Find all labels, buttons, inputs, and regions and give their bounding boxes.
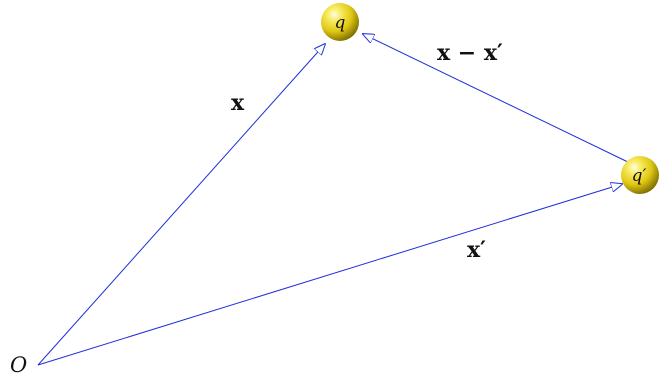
charge-q-label: q: [335, 13, 346, 33]
charge-q: q: [321, 3, 359, 41]
vector-x-prime-label: x′: [467, 237, 486, 263]
vector-x-line: [37, 44, 325, 366]
charge-q-sphere: [321, 3, 359, 41]
charge-q-prime-label: q′: [632, 166, 647, 186]
vector-x-label: x: [231, 90, 245, 116]
origin-label: O: [10, 353, 27, 377]
charge-q-prime: q′: [621, 156, 659, 194]
vector-x-prime-line: [37, 184, 622, 366]
vector-difference-label: x − x′: [437, 40, 503, 66]
vector-difference-line: [363, 34, 631, 164]
charge-q-prime-sphere: [621, 156, 659, 194]
